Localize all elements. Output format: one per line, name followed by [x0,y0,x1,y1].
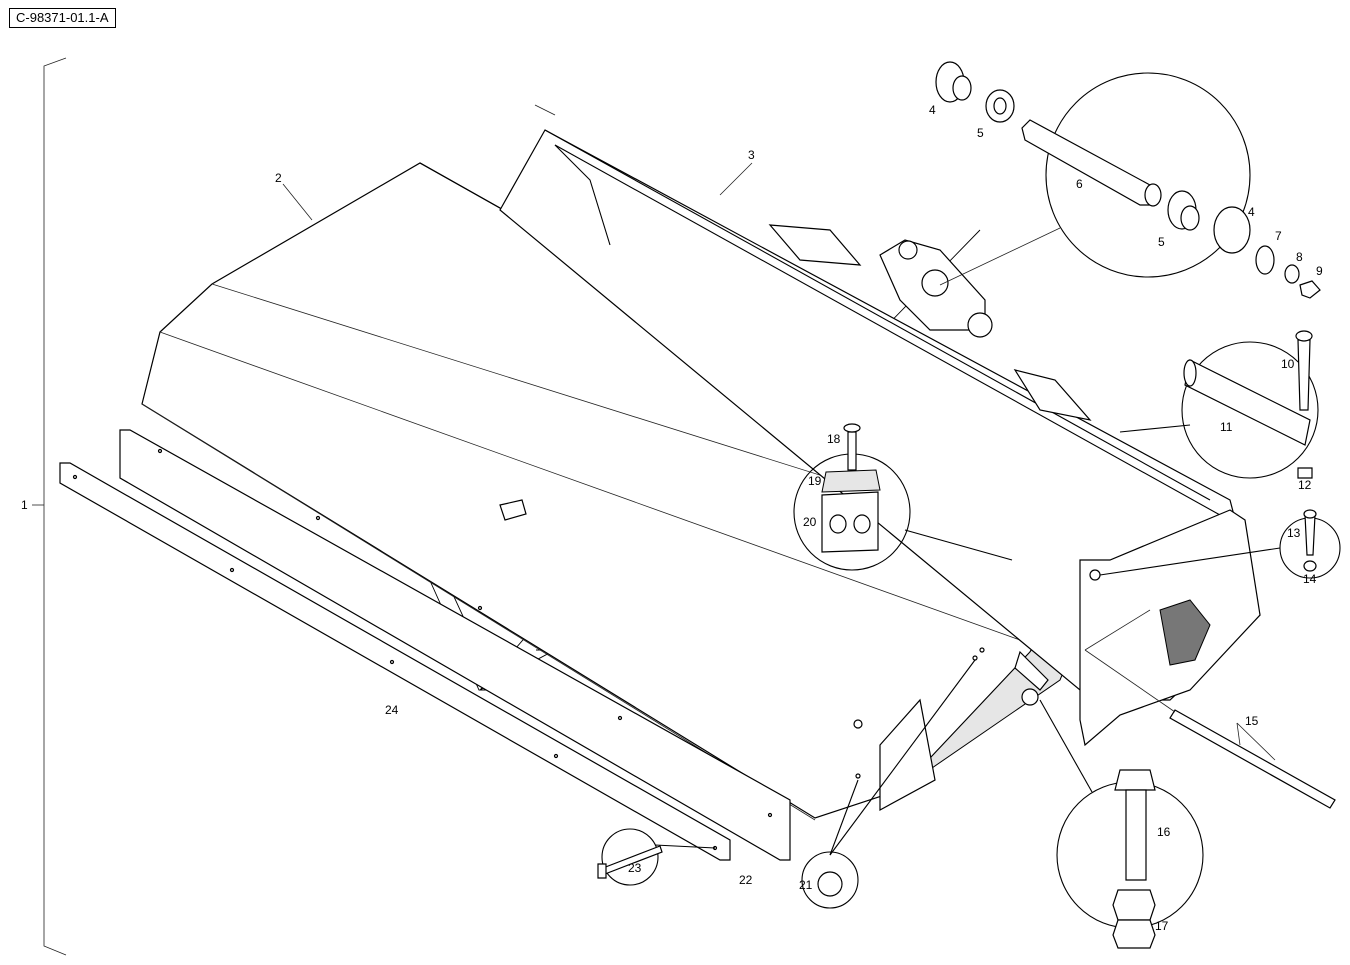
leader-lines [282,162,1276,761]
callout-4b: 4 [1248,205,1255,219]
side-shaft-kit [1119,330,1319,479]
bolt [597,828,716,886]
front-flap [119,429,791,861]
callout-10: 10 [1281,357,1295,371]
callout-4a: 4 [929,103,936,117]
callout-19: 19 [808,474,822,488]
callout-8: 8 [1296,250,1303,264]
rubber-strip [59,462,731,861]
drawing-code: C-98371-01.1-A [9,8,116,28]
pin-kit [935,61,1321,299]
assembly-bracket [32,57,67,956]
plug [801,659,976,909]
callout-13: 13 [1287,526,1301,540]
callout-22: 22 [739,873,753,887]
callout-7: 7 [1275,229,1282,243]
callout-11: 11 [1220,420,1233,434]
callout-3: 3 [748,148,755,162]
callout-16: 16 [1157,825,1171,839]
clamp-assembly [793,423,1013,571]
callout-20: 20 [803,515,817,529]
callout-23: 23 [628,861,642,875]
callout-15: 15 [1245,714,1259,728]
callout-12: 12 [1298,478,1312,492]
callout-24: 24 [385,703,399,717]
rear-frame [499,104,1261,747]
callout-17: 17 [1155,919,1169,933]
callout-5b: 5 [1158,235,1165,249]
callout-6: 6 [1076,177,1083,191]
small-bolt-kit [1099,509,1341,579]
callout-21: 21 [799,878,813,892]
callout-5a: 5 [977,126,984,140]
callout-18: 18 [827,432,841,446]
callout-1: 1 [21,498,28,512]
callout-9: 9 [1316,264,1323,278]
callout-14: 14 [1303,572,1317,586]
rod [1084,609,1336,809]
bolt-nut-kit [1014,650,1204,949]
callout-2: 2 [275,171,282,185]
callout-labels: 1 2 3 4 4 5 5 6 7 8 9 10 11 12 13 14 15 … [21,103,1323,933]
